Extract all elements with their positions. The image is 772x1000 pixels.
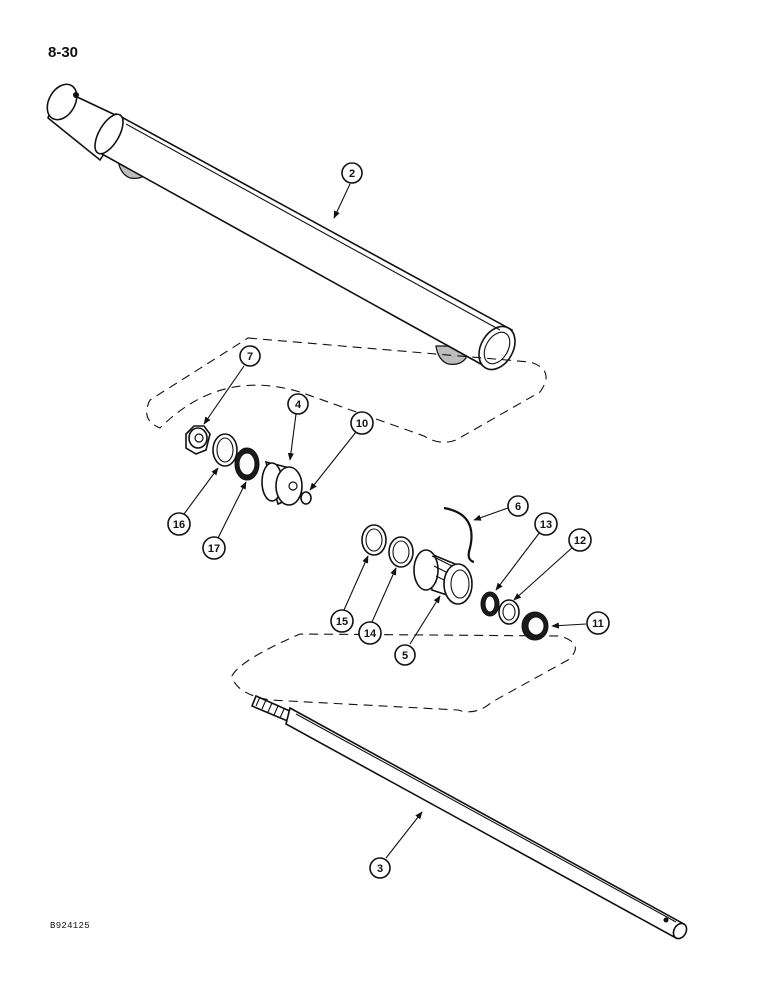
piston-group-outline [146,337,547,443]
piston-nut [185,425,211,455]
callout-label-5: 5 [402,650,408,662]
callout-label-10: 10 [356,418,368,430]
retaining-wire-6 [443,506,475,564]
callout-label-17: 17 [208,543,220,555]
piston-rod [250,694,688,940]
callout-label-2: 2 [349,168,355,180]
callout-15 [330,609,354,633]
callout-label-12: 12 [574,535,586,547]
callout-label-16: 16 [173,519,185,531]
rod-seal-13 [480,591,500,617]
callout-label-15: 15 [336,616,348,628]
callout-7 [239,345,261,367]
backup-ring-12 [498,599,520,625]
cylinder-barrel [46,83,516,371]
page-number: 8-30 [48,44,79,61]
callout-label-7: 7 [247,351,253,363]
callout-17 [202,536,226,560]
callout-label-13: 13 [540,519,552,531]
callout-label-11: 11 [592,618,604,630]
gland [413,549,473,605]
callout-6 [507,495,529,517]
callout-label-6: 6 [515,501,521,513]
callout-16 [167,512,191,536]
callout-2 [341,162,363,184]
callout-13 [534,512,558,536]
callout-11 [586,611,610,635]
piston [261,460,304,506]
piston-seal-17 [234,447,260,481]
callout-label-3: 3 [377,863,383,875]
oring-10 [300,491,312,505]
wiper-seal-11 [521,611,549,641]
callout-label-4: 4 [295,399,302,411]
callout-14 [358,621,382,645]
callout-4 [287,393,309,415]
callout-5 [394,644,416,666]
callout-10 [350,411,374,435]
callout-3 [369,857,391,879]
callout-12 [568,528,592,552]
rod-group-outline [231,633,576,713]
callout-label-14: 14 [364,628,377,640]
figure-reference-code: B924125 [50,921,90,931]
